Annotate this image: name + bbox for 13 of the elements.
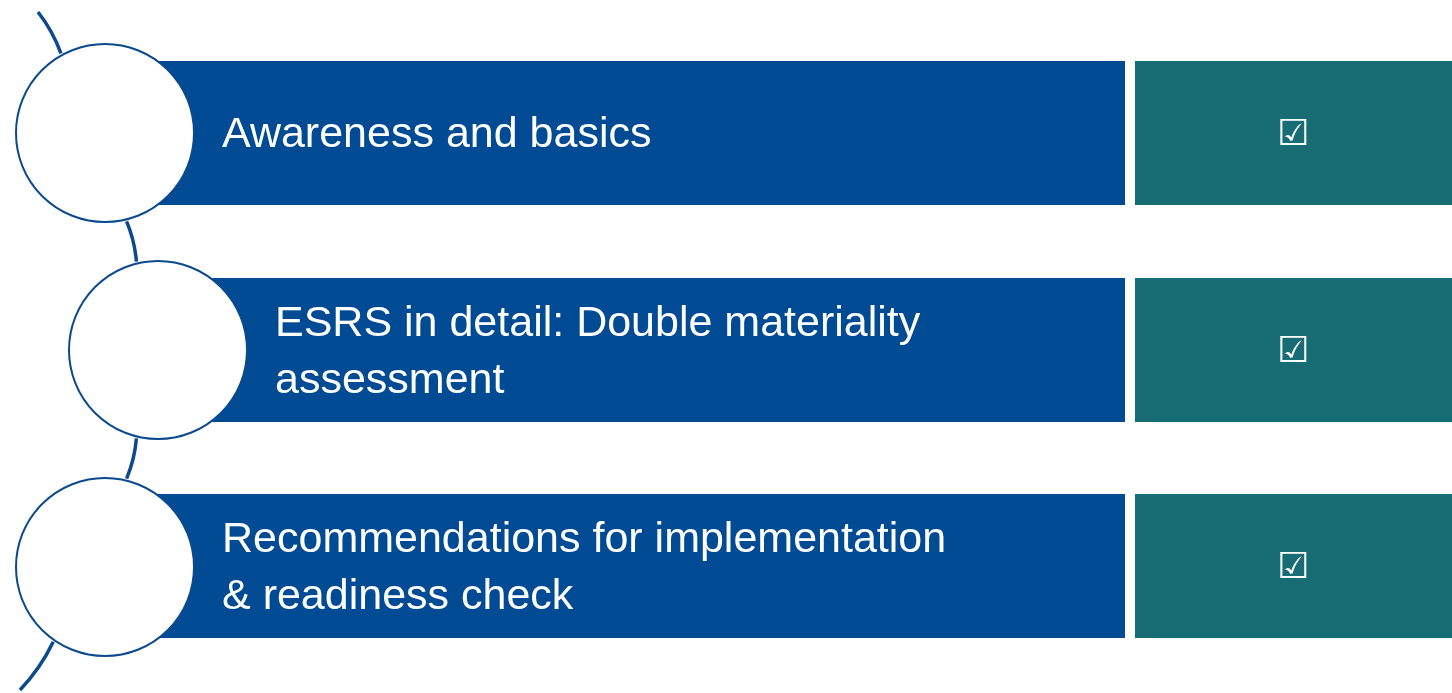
step-title: ESRS in detail: Double materiality assessment xyxy=(275,295,922,404)
step-title: Recommendations for implementation & readiness check xyxy=(222,511,948,620)
connector-line xyxy=(18,641,55,692)
connector-line xyxy=(36,10,63,54)
status-box xyxy=(1135,494,1452,638)
checkbox-checked: ☑ xyxy=(1277,332,1310,368)
checkbox-checked: ☑ xyxy=(1277,115,1310,151)
status-box xyxy=(1135,278,1452,422)
status-box xyxy=(1135,61,1452,205)
connector-line xyxy=(124,220,139,262)
step-title: Awareness and basics xyxy=(222,107,652,159)
checkbox-checked: ☑ xyxy=(1277,548,1310,584)
connector-line xyxy=(124,438,139,480)
